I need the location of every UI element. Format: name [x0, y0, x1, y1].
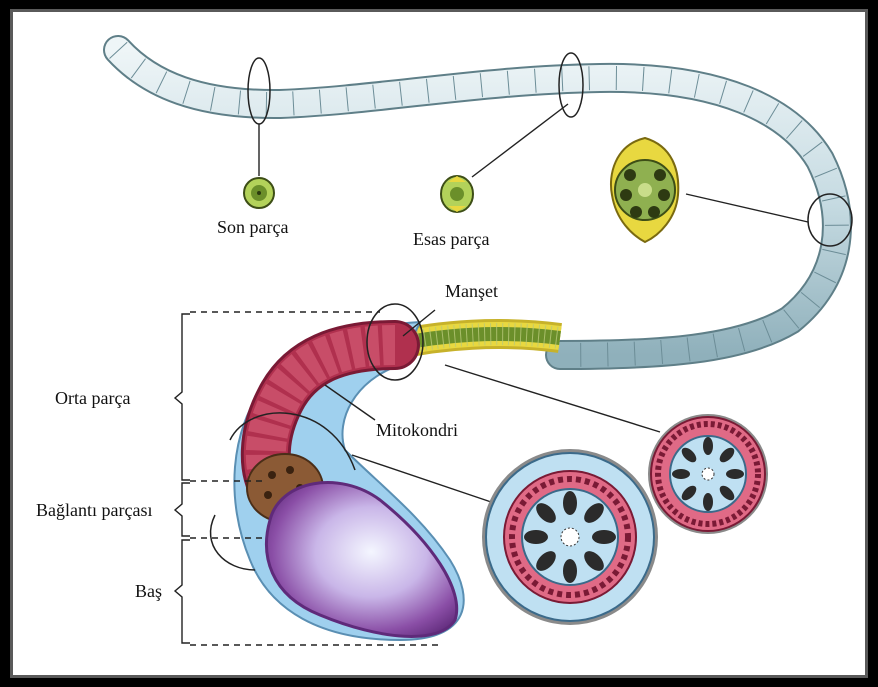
label-baglanti-parcasi: Bağlantı parçası	[36, 500, 152, 520]
cross-section-midpiece-large	[482, 449, 658, 625]
label-mitokondri: Mitokondri	[376, 420, 458, 440]
label-bas: Baş	[135, 581, 162, 601]
cross-section-midpiece-small	[648, 414, 768, 534]
label-orta-parca: Orta parça	[55, 388, 130, 408]
label-son-parca: Son parça	[217, 217, 288, 237]
cross-section-principal-piece	[441, 176, 473, 212]
cross-section-end-piece	[244, 178, 274, 208]
label-esas-parca: Esas parça	[413, 229, 489, 249]
label-manset: Manşet	[445, 281, 498, 301]
